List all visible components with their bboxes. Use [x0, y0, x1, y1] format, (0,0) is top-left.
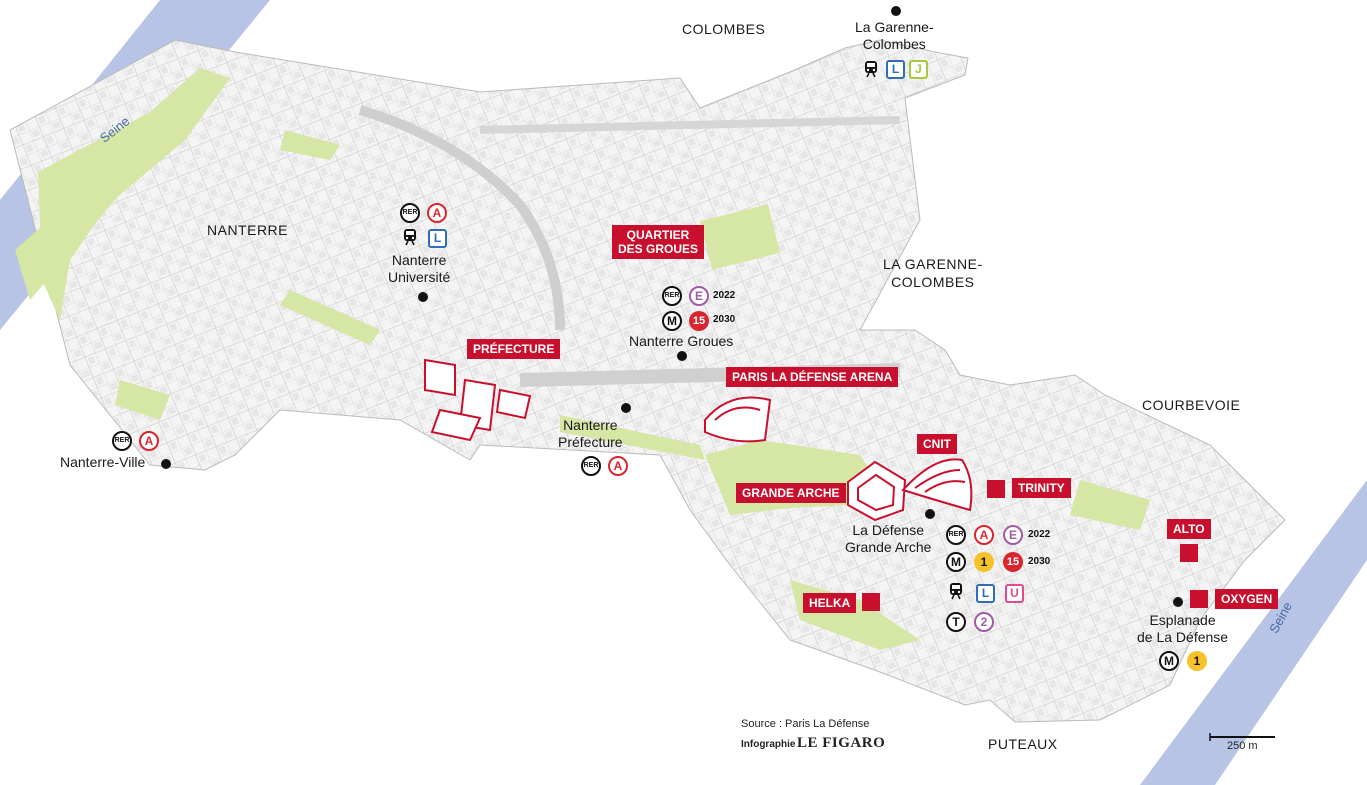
cnit-building	[901, 458, 973, 512]
scale-label: 250 m	[1227, 740, 1258, 752]
station-la-garenne-colombes: La Garenne- Colombes	[855, 19, 934, 53]
rer-icon: RER	[400, 203, 420, 223]
rer-e-badge: E	[689, 286, 709, 306]
infographie-label: Infographie	[741, 739, 796, 750]
green-riverbank	[15, 170, 125, 300]
esplanade-line2: de La Défense	[1137, 629, 1229, 645]
line-j-badge: J	[909, 60, 928, 79]
project-quartier-des-groues[interactable]: QUARTIER DES GROUES	[612, 225, 705, 259]
station-dot-nanterre-universite[interactable]	[418, 292, 428, 302]
metro-icon: M	[946, 552, 966, 572]
alto-marker[interactable]	[1180, 544, 1198, 562]
commune-la-garenne-colombes: LA GARENNE- COLOMBES	[883, 255, 983, 291]
year-2030: 2030	[713, 314, 736, 325]
nanterre-pref-line2: Préfecture	[558, 434, 623, 450]
metro-icon: M	[662, 311, 682, 331]
metro-15-badge: 15	[689, 311, 709, 331]
station-nanterre-universite: Nanterre Université	[388, 252, 450, 286]
commune-garenne-line1: LA GARENNE-	[883, 256, 983, 272]
line-l-badge: L	[886, 60, 905, 79]
grande-arche-building	[847, 460, 907, 522]
station-la-defense-grande-arche: La Défense Grande Arche	[845, 522, 931, 556]
year-2022: 2022	[1028, 529, 1051, 540]
green-west	[38, 68, 230, 320]
station-dot-la-defense[interactable]	[925, 509, 935, 519]
commune-courbevoie: COURBEVOIE	[1142, 397, 1241, 413]
rer-a-badge: A	[974, 525, 994, 545]
line-l-badge: L	[428, 229, 447, 248]
rer-e-badge: E	[1003, 525, 1023, 545]
rer-a-badge: A	[608, 456, 628, 476]
station-dot-garenne[interactable]	[891, 6, 901, 16]
project-cnit[interactable]: CNIT	[917, 434, 957, 454]
project-prefecture[interactable]: PRÉFECTURE	[467, 339, 561, 359]
green-north	[280, 130, 340, 160]
commune-colombes: COLOMBES	[682, 21, 766, 37]
metro-1-badge: 1	[974, 552, 994, 572]
station-esplanade-de-la-defense: Esplanade de La Défense	[1137, 612, 1228, 646]
defense-line2: Grande Arche	[845, 539, 932, 555]
tram-2-badge: 2	[974, 612, 994, 632]
garenne-line1: La Garenne-	[855, 19, 934, 35]
station-nanterre-ville: Nanterre-Ville	[60, 454, 146, 470]
esplanade-line1: Esplanade	[1149, 612, 1216, 628]
commune-puteaux: PUTEAUX	[988, 736, 1058, 752]
project-oxygen[interactable]: OXYGEN	[1215, 589, 1279, 609]
green-strip	[280, 290, 380, 345]
project-trinity[interactable]: TRINITY	[1012, 478, 1071, 498]
rail-north	[479, 116, 901, 134]
rer-icon: RER	[581, 456, 601, 476]
helka-marker[interactable]	[862, 593, 880, 611]
project-grande-arche[interactable]: GRANDE ARCHE	[736, 483, 846, 503]
commune-garenne-line2: COLOMBES	[891, 274, 975, 290]
train-icon	[404, 229, 416, 246]
train-icon	[865, 61, 877, 78]
station-dot-nanterre-groues[interactable]	[677, 351, 687, 361]
rer-a-badge: A	[427, 203, 447, 223]
project-alto[interactable]: ALTO	[1167, 519, 1211, 539]
station-nanterre-groues: Nanterre Groues	[629, 333, 734, 349]
metro-icon: M	[1159, 651, 1179, 671]
metro-1-badge: 1	[1187, 651, 1207, 671]
seine-right	[1140, 480, 1367, 785]
nanterre-univ-line2: Université	[388, 269, 451, 285]
train-icon	[950, 583, 962, 600]
arena-building	[704, 396, 772, 443]
station-dot-esplanade[interactable]	[1173, 597, 1183, 607]
green-courbevoie	[1070, 480, 1150, 530]
station-dot-nanterre-prefecture[interactable]	[621, 403, 631, 413]
source-credit: Source : Paris La Défense	[741, 718, 870, 730]
garenne-line2: Colombes	[862, 36, 926, 52]
metro-15-badge: 15	[1003, 552, 1023, 572]
quartier-line1: QUARTIER	[626, 228, 690, 242]
trinity-marker[interactable]	[987, 480, 1005, 498]
rer-a-badge: A	[139, 431, 159, 451]
oxygen-marker[interactable]	[1190, 590, 1208, 608]
project-arena[interactable]: PARIS LA DÉFENSE ARENA	[726, 367, 899, 387]
commune-nanterre: NANTERRE	[207, 222, 289, 238]
green-ville	[115, 380, 170, 420]
rail-corridor	[358, 105, 565, 331]
rer-icon: RER	[662, 286, 682, 306]
project-helka[interactable]: HELKA	[803, 593, 857, 613]
defense-line1: La Défense	[852, 522, 924, 538]
prefecture-buildings	[424, 358, 532, 442]
le-figaro-logo: LE FIGARO	[797, 735, 886, 751]
rer-icon: RER	[946, 525, 966, 545]
year-2030: 2030	[1028, 556, 1051, 567]
nanterre-pref-line1: Nanterre	[563, 417, 618, 433]
line-u-badge: U	[1005, 584, 1024, 603]
quartier-line2: DES GROUES	[618, 242, 699, 256]
green-park-groues	[699, 204, 781, 270]
station-nanterre-prefecture: Nanterre Préfecture	[558, 417, 623, 451]
green-axis	[560, 415, 705, 460]
nanterre-univ-line1: Nanterre	[391, 252, 447, 268]
station-dot-nanterre-ville[interactable]	[161, 459, 171, 469]
rer-icon: RER	[112, 431, 132, 451]
tram-icon: T	[946, 612, 966, 632]
year-2022: 2022	[713, 290, 736, 301]
line-l-badge: L	[976, 584, 995, 603]
